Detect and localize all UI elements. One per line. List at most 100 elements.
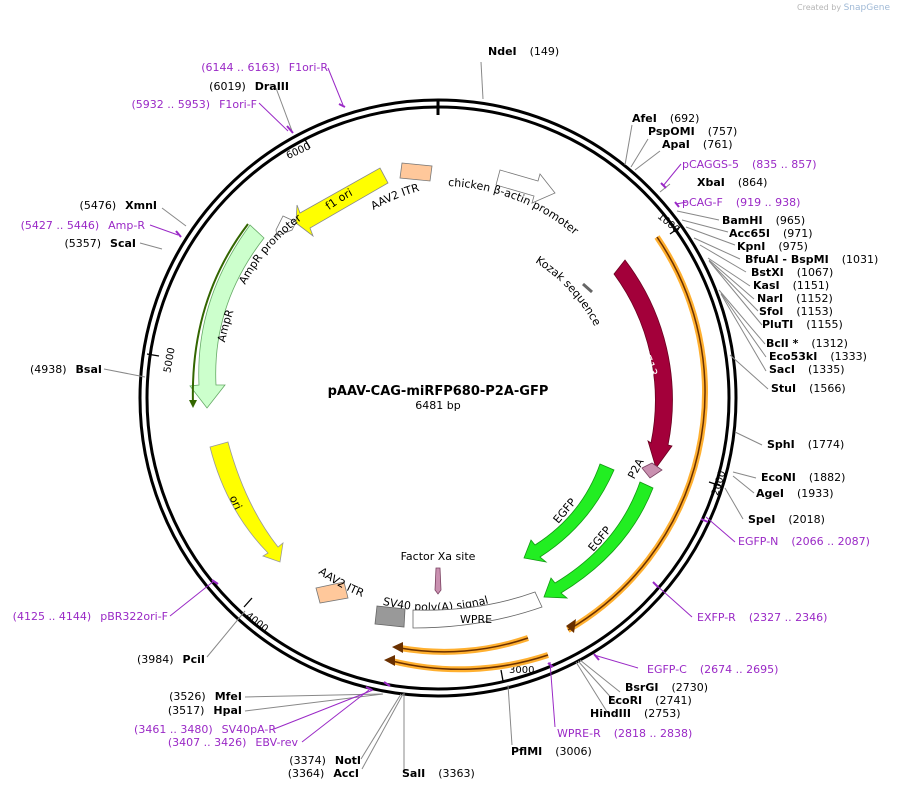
feature-wpre[interactable]	[412, 591, 543, 629]
enzyme-mfei: MfeI	[215, 690, 242, 703]
enzyme-pos-bsai: (4938)	[30, 363, 67, 376]
enzyme-labels-right: NdeI(149)AfeI(692)PspOMI(757)ApaI(761)Xb…	[402, 45, 878, 780]
enzyme-hindiii: HindIII	[590, 707, 631, 720]
enzyme-pos-eco53ki: (1333)	[830, 350, 867, 363]
primer-range-pbr322ori-f: (4125 .. 4144)	[13, 610, 92, 623]
orf-outline-b1	[399, 635, 529, 655]
feature-egfp[interactable]	[543, 481, 654, 599]
enzyme-xbai: XbaI	[697, 176, 725, 189]
enzyme-pos-scai: (5357)	[64, 237, 101, 250]
enzyme-pcii: PciI	[183, 653, 205, 666]
enzyme-pos-afei: (692)	[670, 112, 700, 125]
enzyme-acc65i: Acc65I	[729, 227, 770, 240]
enzyme-pos-xmni: (5476)	[80, 199, 117, 212]
primer-range-f1ori-r: (6144 .. 6163)	[201, 61, 280, 74]
enzyme-sali: SalI	[402, 767, 425, 780]
enzyme-pos-hindiii: (2753)	[644, 707, 681, 720]
feature-ori[interactable]	[209, 441, 284, 563]
enzyme-pos-sfoi: (1153)	[796, 305, 833, 318]
tick-4000: 4000	[243, 597, 270, 635]
enzyme-pspomi: PspOMI	[648, 125, 695, 138]
enzyme-pos-bfuai-bspmi: (1031)	[842, 253, 879, 266]
feature-label-ori: ori	[227, 493, 245, 511]
enzyme-econi: EcoNI	[761, 471, 796, 484]
enzyme-pos-bstxi: (1067)	[797, 266, 834, 279]
enzyme-labels-left: AccI(3364)NotI(3374)HpaI(3517)MfeI(3526)…	[30, 80, 361, 780]
feature-sv40-polya[interactable]	[374, 605, 406, 628]
enzyme-pos-sali: (3363)	[438, 767, 475, 780]
plasmid-length: 6481 bp	[415, 399, 460, 412]
feature-aav2-itr-left[interactable]	[399, 162, 433, 182]
enzyme-pos-pspomi: (757)	[708, 125, 738, 138]
primer-amp-r: Amp-R	[108, 219, 145, 232]
primer-range-exfp-r: (2327 .. 2346)	[749, 611, 828, 624]
enzyme-agei: AgeI	[756, 487, 784, 500]
primer-pcag-f: pCAG-F	[682, 196, 723, 209]
enzyme-bsrgi: BsrGI	[625, 681, 658, 694]
enzyme-pos-stui: (1566)	[809, 382, 846, 395]
feature-cba-promoter[interactable]	[495, 169, 556, 204]
enzyme-pos-apai: (761)	[703, 138, 733, 151]
enzyme-sfoi: SfoI	[759, 305, 783, 318]
primer-egfp-n: EGFP-N	[738, 535, 778, 548]
primer-leader-lines	[149, 67, 736, 743]
feature-ampr-promoter[interactable]	[275, 215, 297, 237]
enzyme-ndei: NdeI	[488, 45, 517, 58]
feature-ampr-orf-arrow	[189, 400, 197, 408]
enzyme-bamhi: BamHI	[722, 214, 763, 227]
svg-text:2000: 2000	[710, 469, 728, 497]
svg-text:3000: 3000	[509, 665, 534, 676]
enzyme-pos-ecori: (2741)	[655, 694, 692, 707]
primer-range-ebv-rev: (3407 .. 3426)	[168, 736, 247, 749]
enzyme-sphi: SphI	[767, 438, 795, 451]
primer-range-pcaggs-5: (835 .. 857)	[752, 158, 817, 171]
enzyme-pos-saci: (1335)	[808, 363, 845, 376]
orf-arrowhead-b2	[384, 655, 395, 666]
enzyme-bstxi: BstXI	[751, 266, 784, 279]
enzyme-pos-nari: (1152)	[796, 292, 833, 305]
primer-range-amp-r: (5427 .. 5446)	[21, 219, 100, 232]
feature-f1-ori[interactable]	[295, 167, 389, 238]
feature-factor-xa[interactable]	[434, 567, 442, 595]
enzyme-pos-ndei: (149)	[530, 45, 560, 58]
feature-kozak[interactable]	[582, 282, 593, 294]
feature-label-wpre: WPRE	[460, 613, 492, 626]
feature-p2a[interactable]	[641, 462, 663, 479]
enzyme-acci: AccI	[333, 767, 359, 780]
primer-sv40pa-r: SV40pA-R	[222, 723, 277, 736]
enzyme-kasi: KasI	[753, 279, 780, 292]
enzyme-spei: SpeI	[748, 513, 775, 526]
feature-ampr[interactable]	[189, 224, 265, 409]
primer-site-marks	[175, 103, 709, 691]
primer-range-pcag-f: (919 .. 938)	[736, 196, 801, 209]
primer-range-f1ori-f: (5932 .. 5953)	[132, 98, 211, 111]
feature-egfp-inner[interactable]	[523, 463, 615, 563]
enzyme-ecori: EcoRI	[608, 694, 642, 707]
enzyme-pos-noti: (3374)	[289, 754, 326, 767]
svg-text:1000: 1000	[655, 211, 682, 236]
enzyme-pos-bamhi: (965)	[776, 214, 806, 227]
enzyme-afei: AfeI	[632, 112, 657, 125]
feature-aav2-itr-right[interactable]	[315, 581, 349, 604]
enzyme-noti: NotI	[335, 754, 361, 767]
enzyme-pos-mfei: (3526)	[169, 690, 206, 703]
site-leader-lines	[103, 61, 769, 770]
primer-egfp-c: EGFP-C	[647, 663, 687, 676]
enzyme-bcli: BclI *	[766, 337, 799, 350]
orf-line-b2	[391, 654, 549, 671]
enzyme-pflmi: PflMI	[511, 745, 542, 758]
enzyme-eco53ki: Eco53kI	[769, 350, 817, 363]
enzyme-pos-bsrgi: (2730)	[671, 681, 708, 694]
primer-labels-left: SV40pA-R(3461 .. 3480)EBV-rev(3407 .. 34…	[13, 61, 329, 749]
enzyme-pos-pflmi: (3006)	[555, 745, 592, 758]
enzyme-draiii: DraIII	[255, 80, 289, 93]
enzyme-xmni: XmnI	[125, 199, 157, 212]
primer-pbr322ori-f: pBR322ori-F	[100, 610, 168, 623]
snapgene-watermark: Created by SnapGene	[797, 3, 890, 13]
primer-f1ori-f: F1ori-F	[219, 98, 257, 111]
orf-arrowhead-b1	[392, 642, 403, 653]
primer-range-egfp-c: (2674 .. 2695)	[700, 663, 779, 676]
enzyme-kpni: KpnI	[737, 240, 765, 253]
tick-1000: 1000	[655, 211, 682, 236]
enzyme-bsai: BsaI	[76, 363, 102, 376]
